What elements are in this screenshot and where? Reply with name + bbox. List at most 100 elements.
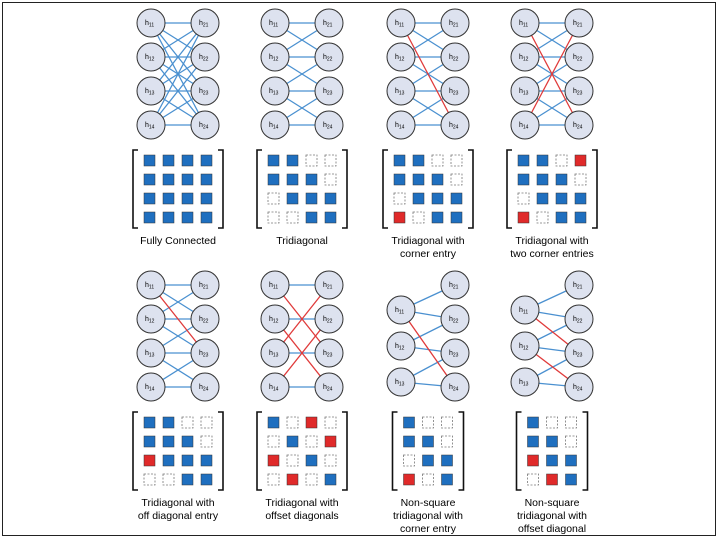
matrix-cell-blue bbox=[527, 416, 539, 429]
node-label: h21 bbox=[199, 282, 209, 291]
node-h24 bbox=[190, 372, 220, 402]
panel-caption: Tridiagonal bbox=[276, 235, 328, 247]
matrix-cell-blue bbox=[393, 173, 406, 186]
matrix-cell-blue bbox=[555, 192, 568, 205]
matrix-cell-empty bbox=[181, 416, 194, 429]
matrix-cell-blue bbox=[422, 435, 434, 448]
panel-caption: Non-square tridiagonal with corner entry bbox=[392, 497, 464, 535]
matrix-bracket-left bbox=[256, 411, 262, 491]
node-h11 bbox=[386, 295, 416, 325]
node-h13 bbox=[386, 367, 416, 397]
matrix-cell-empty bbox=[267, 473, 280, 486]
matrix-cell-blue bbox=[422, 454, 434, 467]
node-h13 bbox=[136, 338, 166, 368]
matrix-cell-empty bbox=[422, 473, 434, 486]
node-h21 bbox=[440, 8, 470, 38]
node-label: h12 bbox=[519, 54, 529, 63]
matrix-cell-blue bbox=[565, 473, 577, 486]
node-h23 bbox=[314, 76, 344, 106]
matrix-cell-empty bbox=[305, 154, 318, 167]
matrix-cell-empty bbox=[536, 211, 549, 224]
matrix-cell-blue bbox=[431, 192, 444, 205]
node-h11 bbox=[510, 8, 540, 38]
node-h11 bbox=[260, 270, 290, 300]
node-h24 bbox=[190, 110, 220, 140]
matrix-cell-empty bbox=[574, 173, 587, 186]
node-label: h14 bbox=[269, 122, 279, 131]
matrix-cell-red bbox=[267, 454, 280, 467]
node-label: h22 bbox=[573, 54, 583, 63]
node-label: h23 bbox=[199, 88, 209, 97]
matrix-cell-blue bbox=[546, 454, 558, 467]
matrix-cell-red bbox=[324, 435, 337, 448]
matrix-cell-red bbox=[305, 416, 318, 429]
node-h21 bbox=[190, 8, 220, 38]
matrix-cell-empty bbox=[267, 192, 280, 205]
matrix-bracket-left bbox=[382, 149, 388, 229]
node-label: h11 bbox=[145, 282, 154, 291]
node-label: h13 bbox=[269, 350, 279, 359]
matrix-cell-blue bbox=[412, 173, 425, 186]
matrix-cell-blue bbox=[200, 154, 213, 167]
matrix-cell-blue bbox=[450, 192, 463, 205]
panel-caption: Tridiagonal with offset diagonals bbox=[265, 497, 339, 522]
node-h12 bbox=[386, 42, 416, 72]
matrix-cell-blue bbox=[536, 173, 549, 186]
node-label: h22 bbox=[449, 54, 459, 63]
matrix-bracket-left bbox=[515, 411, 522, 491]
matrix-cell-blue bbox=[200, 211, 213, 224]
panel-caption: Tridiagonal with corner entry bbox=[391, 235, 465, 260]
matrix-cell-empty bbox=[286, 416, 299, 429]
matrix-cell-empty bbox=[200, 416, 213, 429]
matrix-bracket-left bbox=[506, 149, 512, 229]
matrix-cell-blue bbox=[574, 211, 587, 224]
node-label: h11 bbox=[269, 20, 278, 29]
matrix-cell-empty bbox=[450, 173, 463, 186]
node-h23 bbox=[314, 338, 344, 368]
matrix-cell-empty bbox=[450, 154, 463, 167]
matrix-cell-empty bbox=[431, 154, 444, 167]
node-h14 bbox=[386, 110, 416, 140]
node-h14 bbox=[260, 372, 290, 402]
node-h22 bbox=[440, 304, 470, 334]
matrix-cell-blue bbox=[143, 192, 156, 205]
matrix-cell-empty bbox=[517, 192, 530, 205]
matrix-cell-blue bbox=[441, 454, 453, 467]
node-label: h13 bbox=[145, 88, 155, 97]
node-h23 bbox=[440, 76, 470, 106]
node-label: h24 bbox=[199, 122, 209, 131]
matrix-cell-empty bbox=[393, 192, 406, 205]
matrix-cell-blue bbox=[555, 211, 568, 224]
node-label: h22 bbox=[199, 54, 209, 63]
node-label: h23 bbox=[449, 88, 459, 97]
node-label: h24 bbox=[323, 384, 333, 393]
node-label: h12 bbox=[145, 316, 155, 325]
node-label: h24 bbox=[573, 122, 583, 131]
matrix-cell-empty bbox=[412, 211, 425, 224]
matrix-cell-blue bbox=[517, 173, 530, 186]
node-label: h21 bbox=[449, 282, 459, 291]
node-h11 bbox=[136, 8, 166, 38]
node-h24 bbox=[314, 372, 344, 402]
node-label: h22 bbox=[573, 316, 583, 325]
matrix-cell-blue bbox=[431, 211, 444, 224]
edge-red bbox=[400, 22, 456, 126]
panel-caption: Non-square tridiagonal with offset diago… bbox=[516, 497, 588, 535]
node-h12 bbox=[510, 331, 540, 361]
node-label: h14 bbox=[395, 122, 405, 131]
matrix-cell-empty bbox=[441, 435, 453, 448]
node-h21 bbox=[440, 270, 470, 300]
matrix-cell-blue bbox=[162, 416, 175, 429]
matrix-cell-empty bbox=[565, 435, 577, 448]
matrix-cell-empty bbox=[324, 154, 337, 167]
node-h22 bbox=[314, 42, 344, 72]
matrix-cell-red bbox=[286, 473, 299, 486]
node-h14 bbox=[136, 110, 166, 140]
matrix-cell-blue bbox=[200, 173, 213, 186]
matrix-bracket-left bbox=[132, 411, 138, 491]
node-label: h24 bbox=[199, 384, 209, 393]
matrix-cell-red bbox=[143, 454, 156, 467]
node-h24 bbox=[440, 372, 470, 402]
edge-blue bbox=[150, 22, 206, 126]
node-label: h23 bbox=[573, 350, 583, 359]
